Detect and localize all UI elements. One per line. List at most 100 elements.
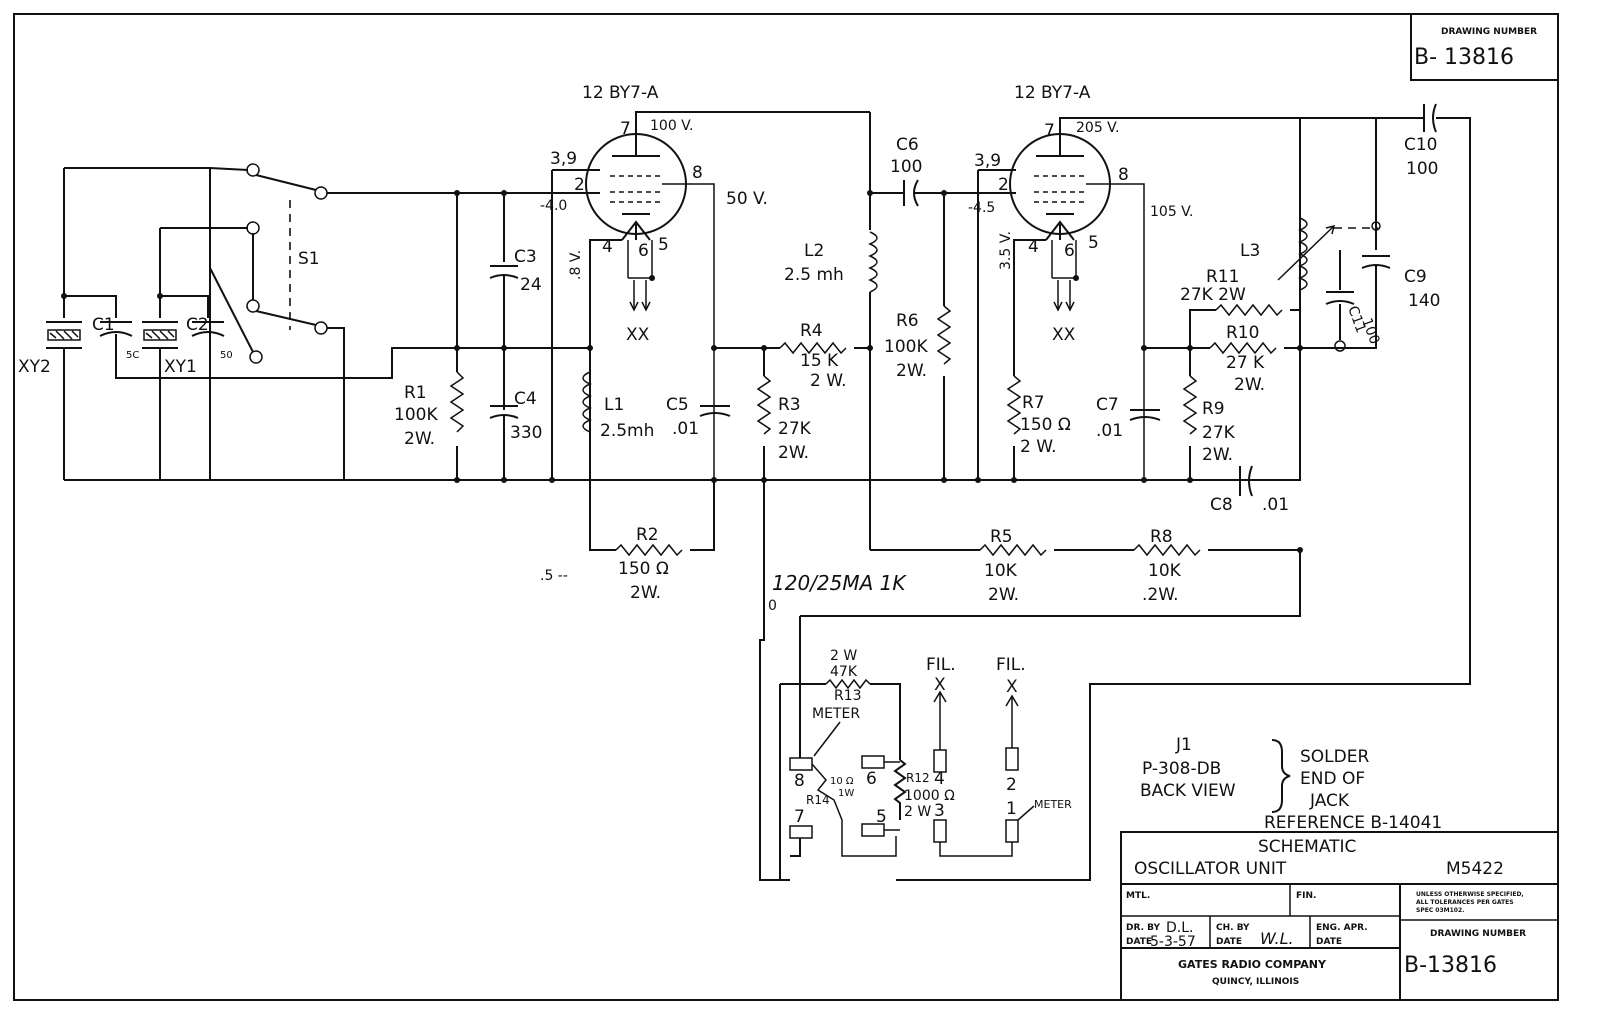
title-line-1: SCHEMATIC	[1258, 837, 1356, 857]
tube1-bias: -4.0	[540, 198, 567, 214]
tube2-pin2: 2	[998, 175, 1009, 195]
r2-label: R2	[636, 525, 659, 545]
r3-watt: 2W.	[778, 443, 809, 463]
jack-section: 120/25MA 1K 0 2 W 47K R13 METER 8 7 6 5 …	[768, 550, 1301, 880]
solder-line-3: JACK	[1309, 791, 1350, 811]
handwritten-note-1-sub: 0	[768, 598, 777, 614]
l1-value: 2.5mh	[600, 421, 654, 441]
j1-label: J1	[1175, 735, 1192, 755]
r13-label: R13	[834, 688, 862, 704]
r9-watt: 2W.	[1202, 445, 1233, 465]
reference-note: REFERENCE B-14041	[1264, 813, 1442, 833]
tube2-bias: -4.5	[968, 200, 995, 216]
tube2-pin4: 4	[1028, 237, 1039, 257]
r4-watt: 2 W.	[810, 371, 846, 391]
fil2-label: FIL.	[996, 655, 1026, 675]
r4-label: R4	[800, 321, 823, 341]
r14-watt: 1W	[838, 788, 854, 799]
r11-label: R11	[1206, 267, 1239, 287]
tolerance-line-1: UNLESS OTHERWISE SPECIFIED,	[1416, 891, 1524, 898]
jack-pin-6: 6	[866, 769, 877, 789]
c8-label: C8	[1210, 495, 1233, 515]
r8-label: R8	[1150, 527, 1173, 547]
tube1-plate-v: 100 V.	[650, 118, 693, 134]
c9-label: C9	[1404, 267, 1427, 287]
r8-value: 10K	[1148, 561, 1182, 581]
c8-value: .01	[1262, 495, 1289, 515]
tube1-fil: XX	[626, 325, 650, 345]
jack-pin-5: 5	[876, 807, 887, 827]
ch-by-label: CH. BY	[1216, 923, 1250, 933]
drawing-number-label-top: DRAWING NUMBER	[1441, 27, 1537, 37]
company-city: QUINCY, ILLINOIS	[1212, 977, 1299, 987]
r3-value: 27K	[778, 419, 812, 439]
tube1-pin7: 7	[620, 119, 631, 139]
r1-value: 100K	[394, 405, 438, 425]
c1-value: 5C	[126, 350, 139, 361]
tube1-pin6: 6	[638, 241, 649, 261]
company-name: GATES RADIO COMPANY	[1178, 958, 1327, 971]
jack-pin-1: 1	[1006, 799, 1017, 819]
r6-watt: 2W.	[896, 361, 927, 381]
c3-label: C3	[514, 247, 537, 267]
tube1-screen-v: 50 V.	[726, 189, 768, 209]
r6-label: R6	[896, 311, 919, 331]
r5-label: R5	[990, 527, 1013, 547]
jack-pin-2: 2	[1006, 775, 1017, 795]
sheet-border	[13, 13, 1559, 1001]
tube2-type: 12 BY7-A	[1014, 83, 1091, 103]
l2-value: 2.5 mh	[784, 265, 844, 285]
r9-value: 27K	[1202, 423, 1236, 443]
solder-line-2: END OF	[1300, 769, 1365, 789]
c7-label: C7	[1096, 395, 1119, 415]
tube1-pin4: 4	[602, 237, 613, 257]
c5-value: .01	[672, 419, 699, 439]
r4-value: 15 K	[800, 351, 839, 371]
r7-value: 150 Ω	[1020, 415, 1071, 435]
r6-value: 100K	[884, 337, 928, 357]
dr-by-value: D.L.	[1166, 920, 1193, 936]
xy2-label: XY2	[18, 357, 51, 377]
c3-value: 24	[520, 275, 542, 295]
tube2-screen-v: 105 V.	[1150, 204, 1193, 220]
eng-apr-label: ENG. APR.	[1316, 923, 1368, 933]
c5-label: C5	[666, 395, 689, 415]
tube-stage-1: R1 100K 2W. C3 24 C4 330 12 BY7-A	[394, 83, 870, 603]
r12-value: 1000 Ω	[904, 788, 955, 804]
c2-value: 50	[220, 350, 233, 361]
meter-label-1: METER	[812, 706, 860, 722]
title-line-2: OSCILLATOR UNIT	[1134, 859, 1287, 879]
c9-value: 140	[1408, 291, 1440, 311]
model-number: M5422	[1446, 859, 1504, 879]
solder-line-1: SOLDER	[1300, 747, 1369, 767]
r8-watt: .2W.	[1142, 585, 1178, 605]
r5-value: 10K	[984, 561, 1018, 581]
drawing-number-box-top: DRAWING NUMBER B- 13816	[1410, 14, 1558, 81]
r13-watt: 2 W	[830, 648, 857, 664]
j1-view: BACK VIEW	[1140, 781, 1236, 801]
tube2-pin6: 6	[1064, 241, 1075, 261]
s1-label: S1	[298, 249, 320, 269]
tolerance-line-3: SPEC 03M102.	[1416, 907, 1464, 914]
tube1-pin8: 8	[692, 163, 703, 183]
xy1-label: XY1	[164, 357, 197, 377]
r10-label: R10	[1226, 323, 1259, 343]
jack-pin-7: 7	[794, 807, 805, 827]
c1-label: C1	[92, 315, 115, 335]
c10-value: 100	[1406, 159, 1438, 179]
r2-watt: 2W.	[630, 583, 661, 603]
fil1-x: X	[934, 675, 946, 695]
tube2-plate-v: 205 V.	[1076, 120, 1119, 136]
tube2-pin5: 5	[1088, 233, 1099, 253]
r14-label: R14	[806, 793, 830, 807]
tube2-fil: XX	[1052, 325, 1076, 345]
r11-value: 27K 2W	[1180, 285, 1246, 305]
c6-label: C6	[896, 135, 919, 155]
output-tank-section: R10 27 K 2W. R11 27K 2W R9 27K 2W. C8 .0…	[896, 103, 1471, 881]
tube2-pin7: 7	[1044, 121, 1055, 141]
jack-note: J1 P-308-DB BACK VIEW SOLDER END OF JACK…	[1140, 735, 1442, 833]
interstage-section: R4 15 K 2 W. R3 27K 2W. L2 2.5 mh C6 100…	[714, 112, 1303, 881]
c2-label: C2	[186, 315, 209, 335]
handwritten-note-2: .5 --	[540, 568, 568, 584]
